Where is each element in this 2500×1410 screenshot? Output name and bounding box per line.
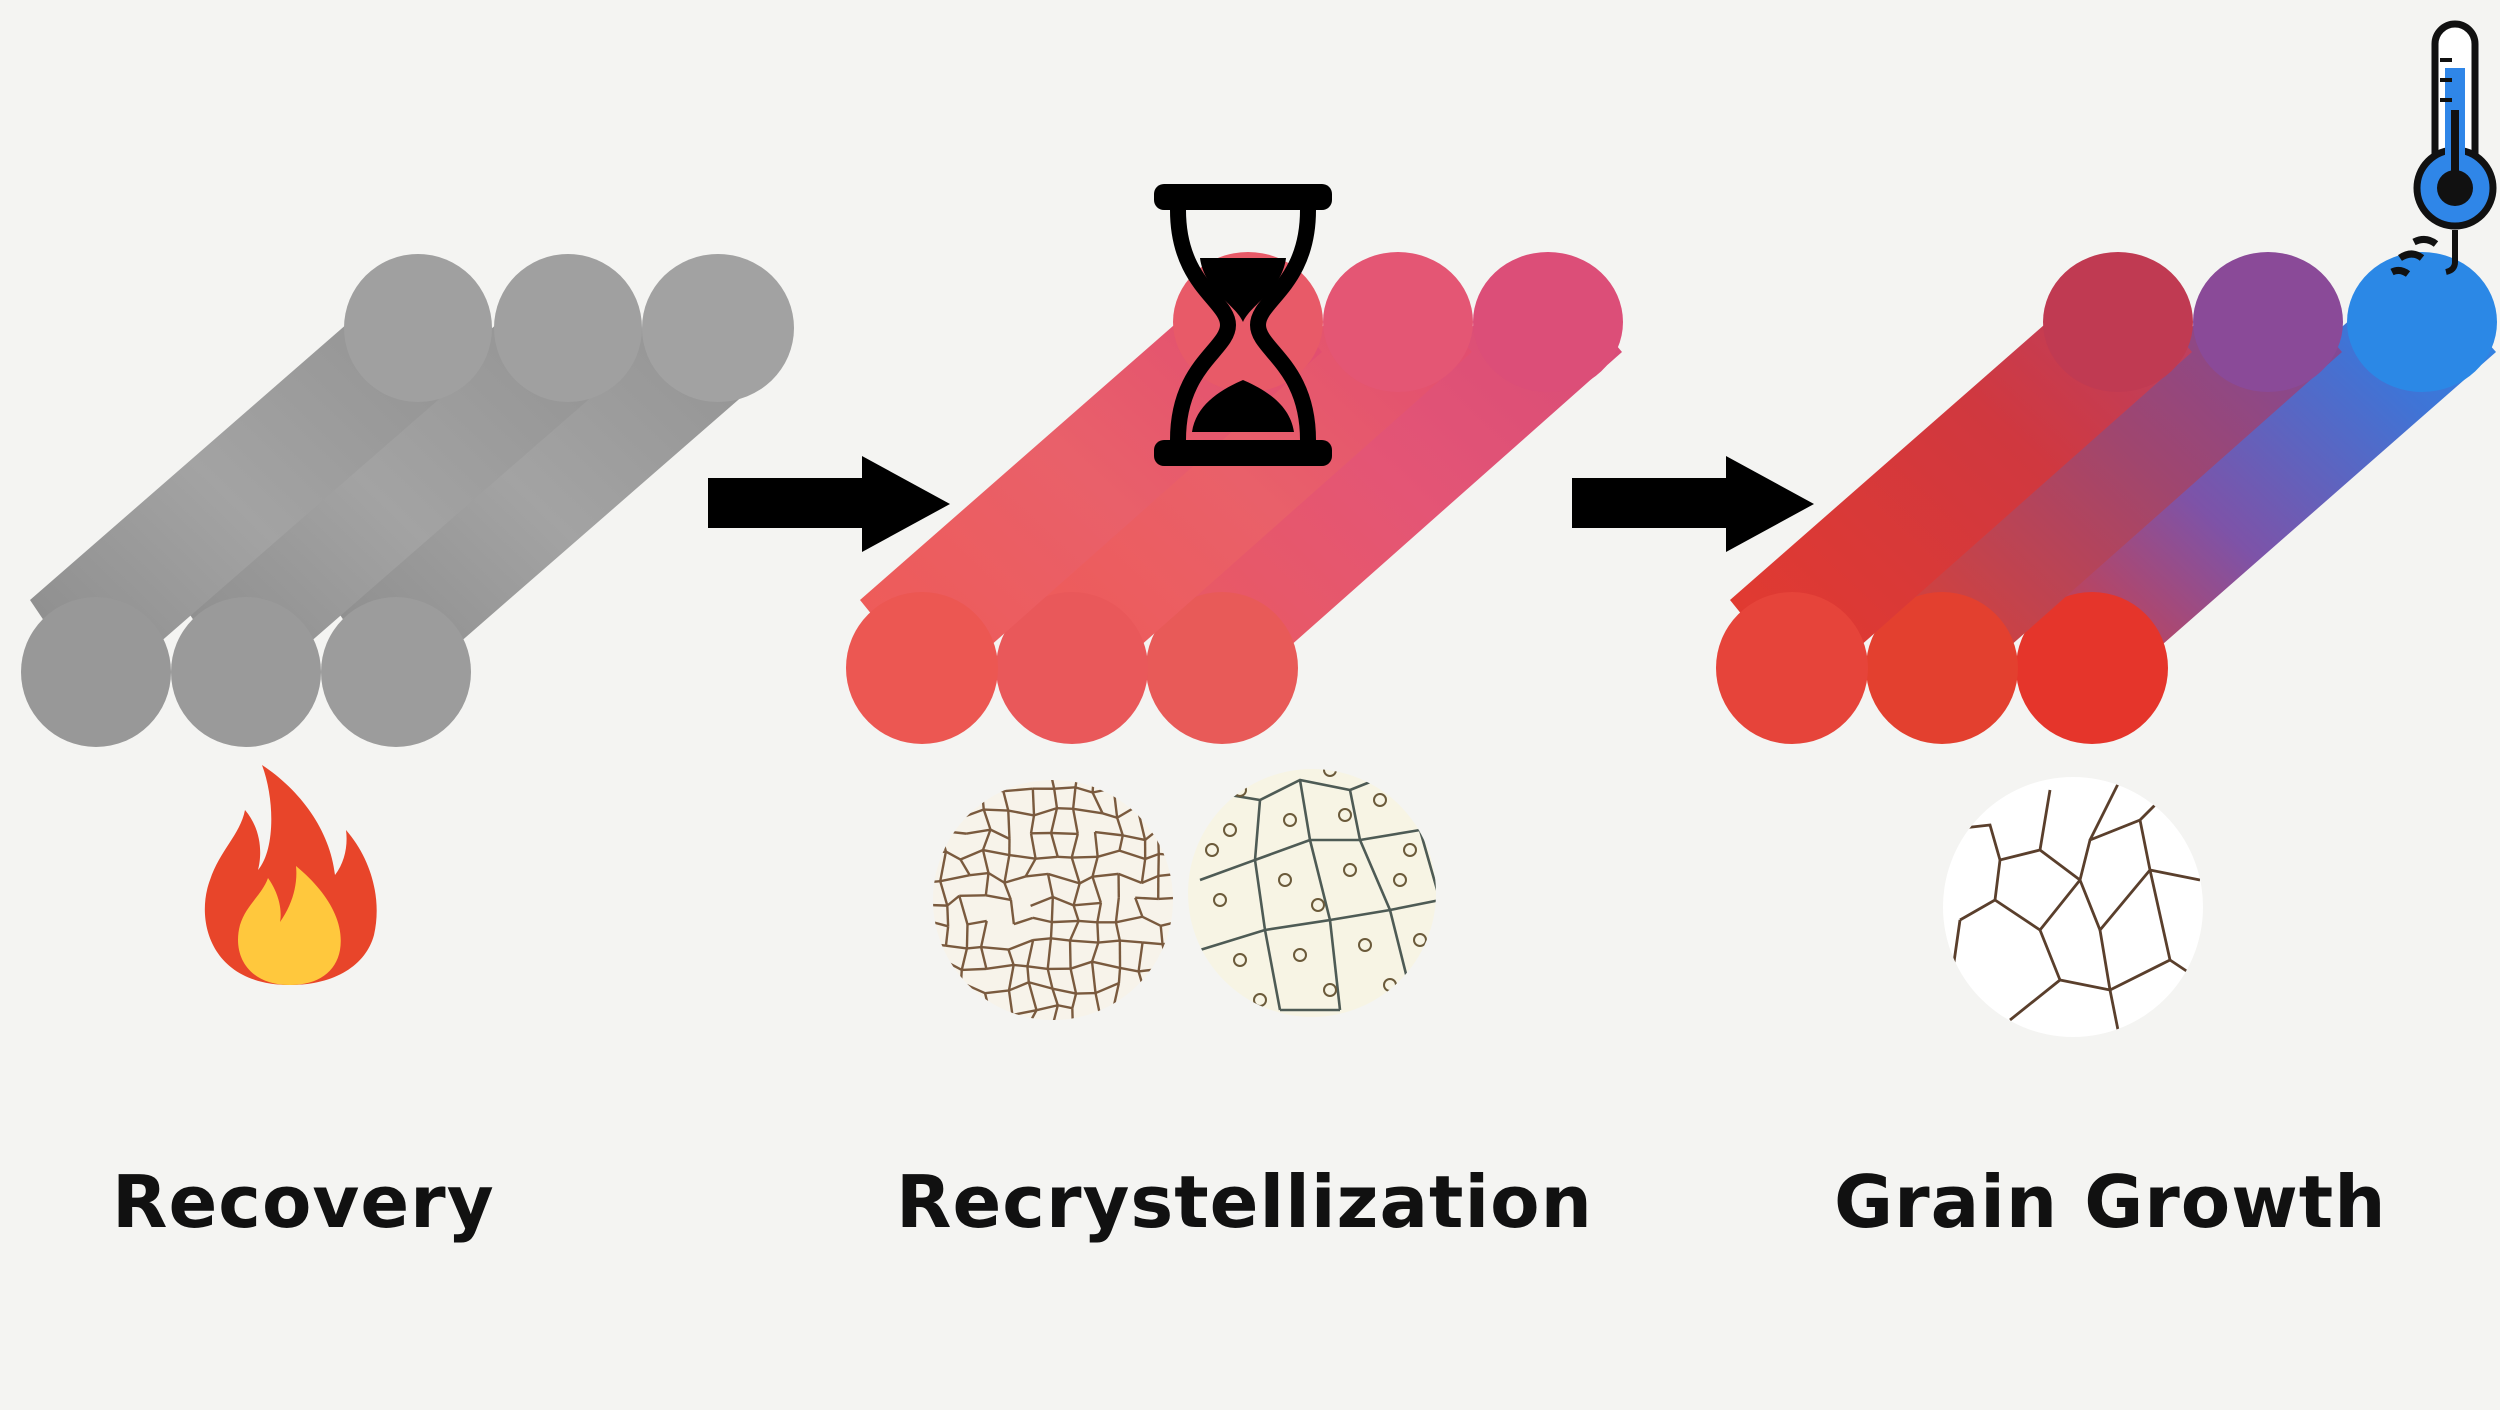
fire-icon — [205, 765, 377, 985]
stage-label-grain-growth: Grain Growth — [1834, 1160, 2386, 1244]
thermometer-icon — [2417, 24, 2493, 272]
fine-grain-micrograph — [894, 741, 1213, 1060]
gray-rods — [21, 254, 794, 747]
coarse-grain-micrograph — [1943, 777, 2203, 1040]
stage-label-recovery: Recovery — [112, 1160, 495, 1244]
gradient-rods — [1716, 239, 2497, 744]
recrystallized-grain-micrograph — [1188, 764, 1440, 1017]
arrow-2 — [1572, 456, 1814, 552]
arrow-1 — [708, 456, 950, 552]
stage-label-recrystallization: Recrystellization — [896, 1160, 1593, 1244]
